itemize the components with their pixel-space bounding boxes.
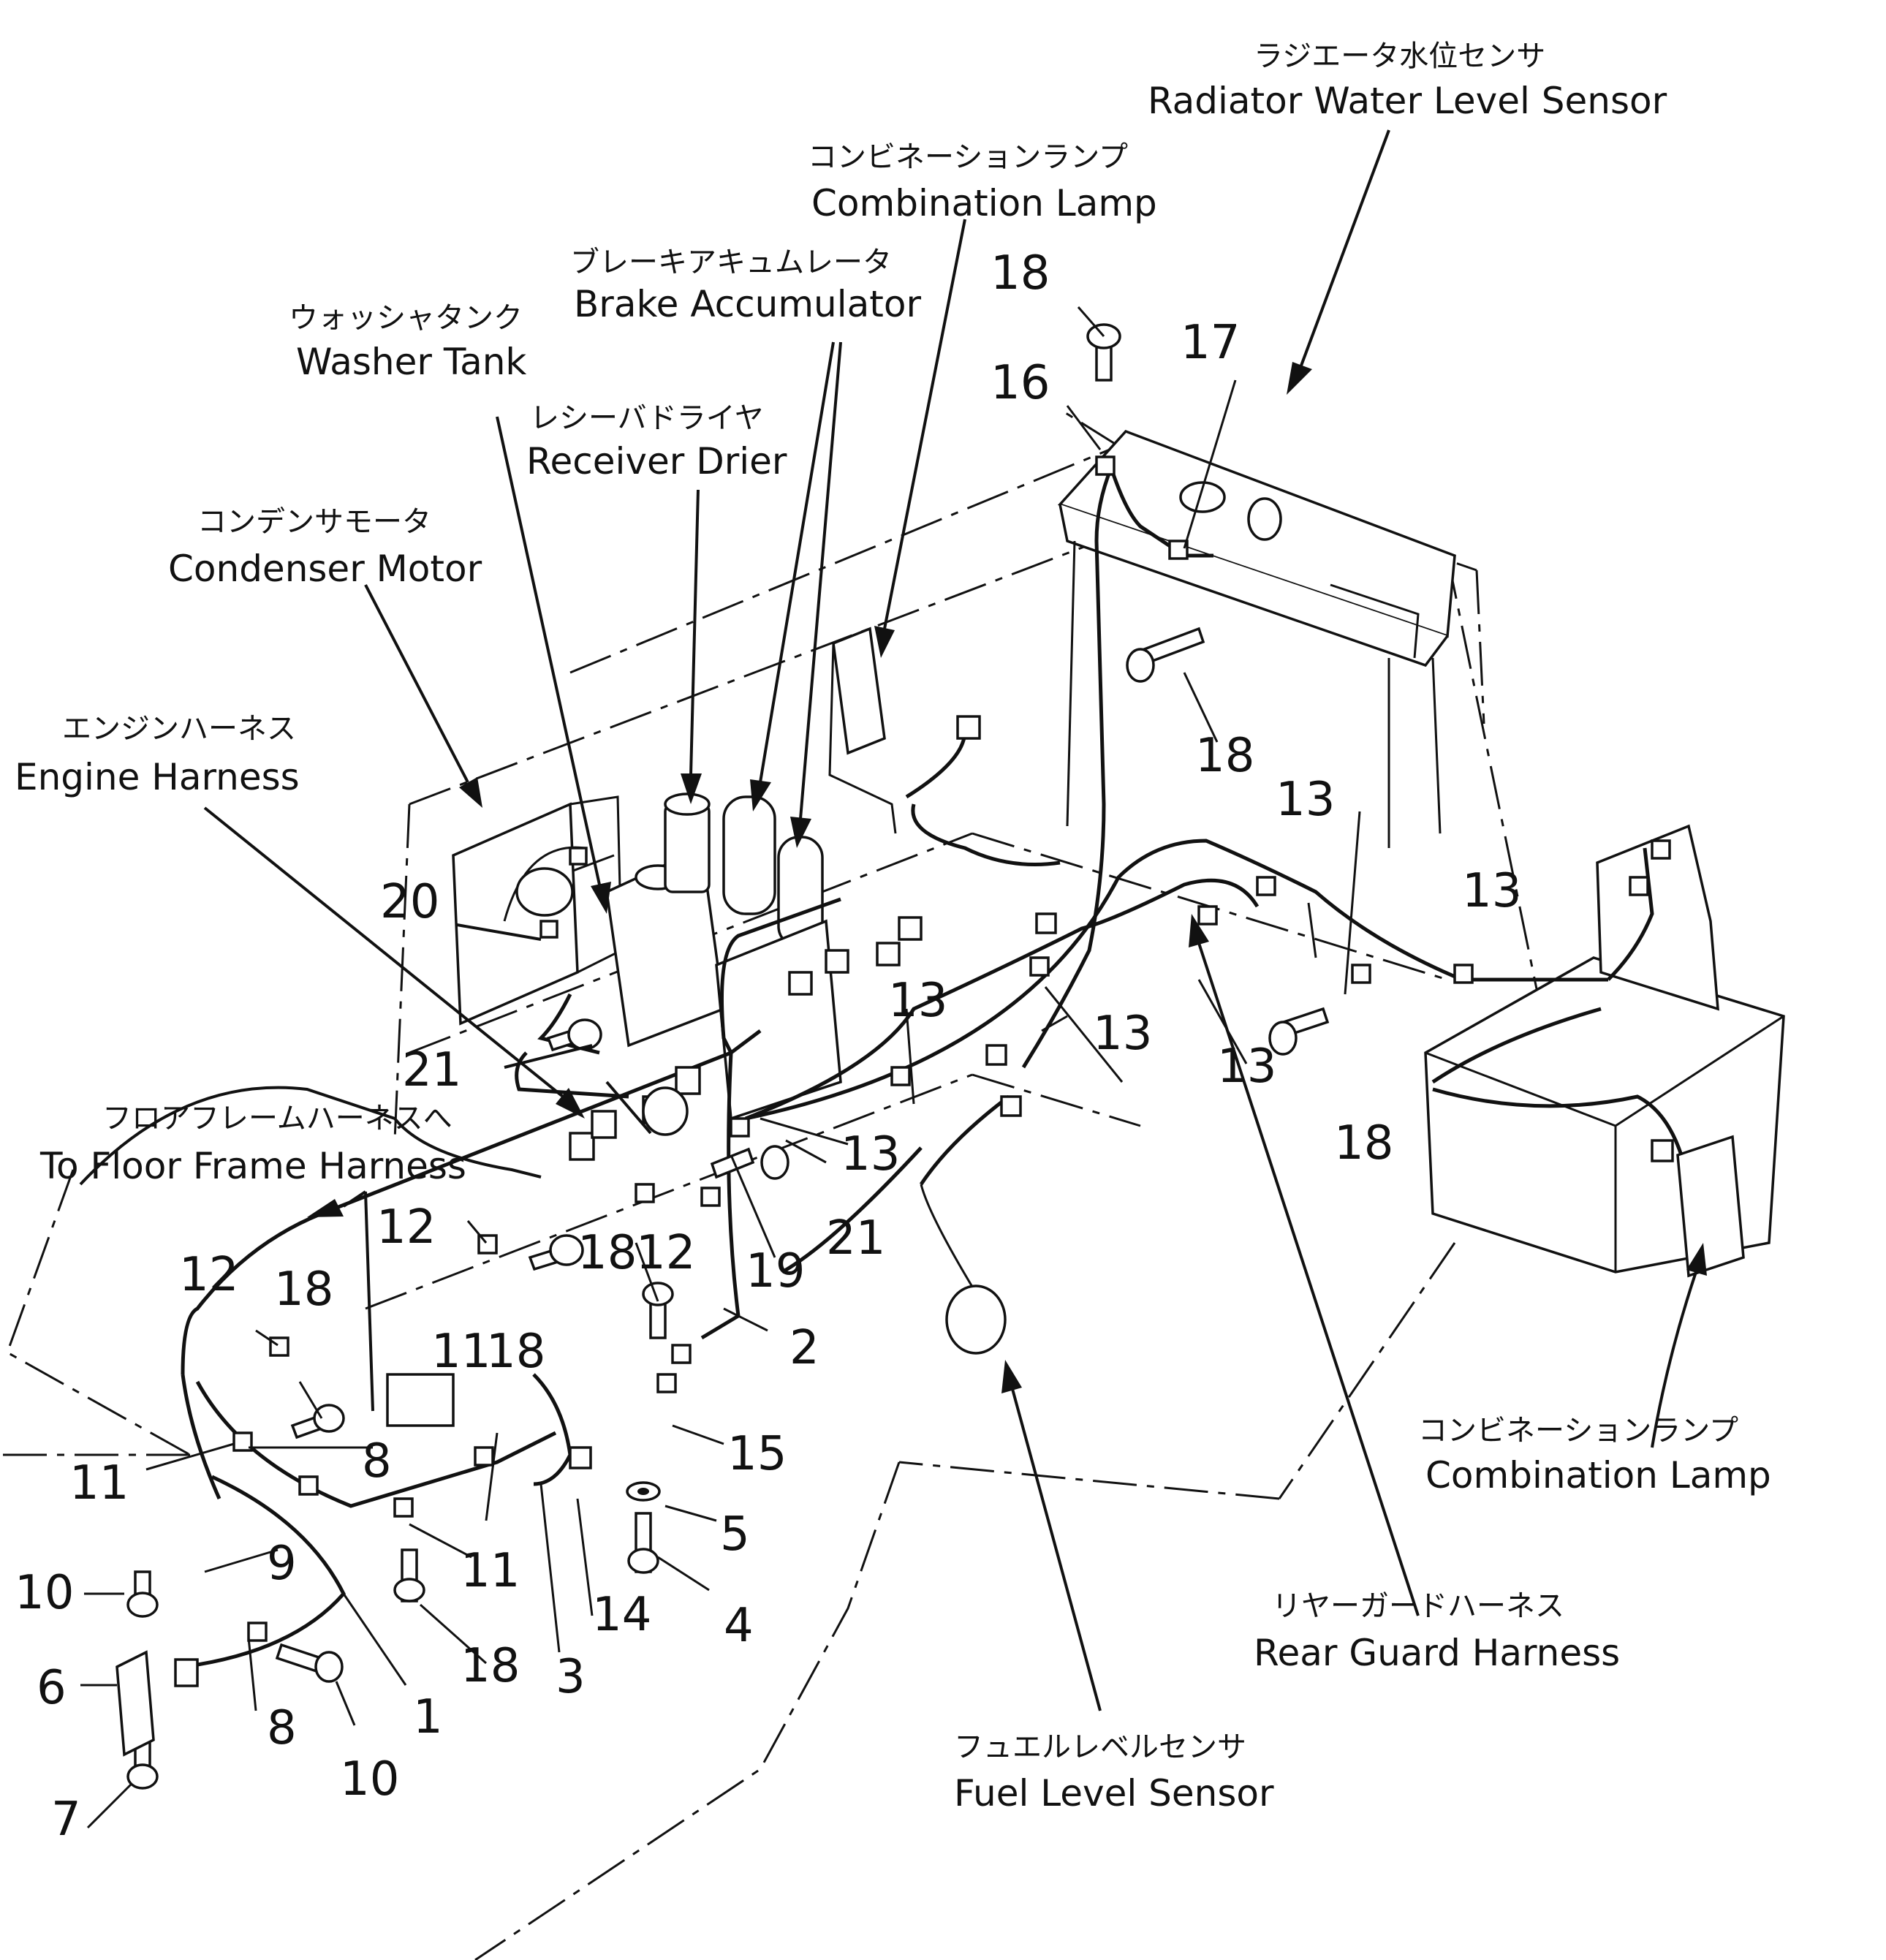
part-number: 14 xyxy=(592,1588,651,1642)
washer-tank-label-jp: ウォッシャタンク xyxy=(289,301,523,335)
part-number: 18 xyxy=(991,246,1050,300)
condenser-motor-label-en: Condenser Motor xyxy=(168,548,482,590)
radiator xyxy=(1057,429,1456,848)
part-number: 13 xyxy=(1093,1007,1152,1061)
rear-guard-harness-label-jp: リヤーガードハーネス xyxy=(1272,1589,1564,1623)
component-labels: ラジエータ水位センサ Radiator Water Level Sensor コ… xyxy=(15,39,1771,1815)
engine-harness-label-en: Engine Harness xyxy=(15,756,300,798)
receiver-drier-label-jp: レシーバドライヤ xyxy=(530,401,764,435)
part-number: 9 xyxy=(267,1537,297,1591)
part-number: 3 xyxy=(556,1650,586,1704)
combination-lamp-bottom xyxy=(1676,1135,1745,1278)
receiver-drier xyxy=(664,792,711,893)
combination-lamp-top-label-en: Combination Lamp xyxy=(811,182,1157,224)
combination-lamp-top-label-jp: コンビネーションランプ xyxy=(808,140,1128,174)
combination-lamp-bottom-label-jp: コンビネーションランプ xyxy=(1418,1414,1738,1448)
fuel-level-sensor xyxy=(920,1184,1007,1355)
part-number: 4 xyxy=(724,1599,754,1653)
receiver-drier-label-en: Receiver Drier xyxy=(526,440,787,483)
part-number: 7 xyxy=(51,1793,81,1847)
part-number: 13 xyxy=(841,1127,900,1181)
part-number: 18 xyxy=(274,1263,333,1317)
leader-lines xyxy=(79,129,1707,1829)
part-number: 11 xyxy=(69,1456,129,1510)
brake-accumulator-label-jp: ブレーキアキュムレータ xyxy=(570,246,892,279)
part-number: 12 xyxy=(636,1226,695,1280)
part-number: 16 xyxy=(991,356,1050,410)
brake-accumulator-label-en: Brake Accumulator xyxy=(574,283,921,325)
part-number: 17 xyxy=(1181,316,1240,370)
part-number: 18 xyxy=(577,1226,637,1280)
brake-accumulator xyxy=(715,795,842,1121)
part-number: 13 xyxy=(1217,1040,1276,1094)
part-number: 8 xyxy=(362,1434,392,1488)
floor-frame-harness-label-en: To Floor Frame Harness xyxy=(39,1145,466,1187)
part-number: 18 xyxy=(1334,1116,1393,1170)
part-number: 13 xyxy=(888,974,947,1028)
part-number: 19 xyxy=(746,1244,805,1298)
part-number: 6 xyxy=(37,1661,67,1715)
combination-lamp-bottom-label-en: Combination Lamp xyxy=(1425,1454,1771,1497)
part-numbers: 18 17 16 18 13 13 20 13 13 13 21 18 13 2… xyxy=(15,246,1521,1847)
part-number: 8 xyxy=(267,1701,297,1755)
rear-guard-harness-label-en: Rear Guard Harness xyxy=(1254,1632,1620,1674)
part-number: 20 xyxy=(380,875,439,929)
part-number: 11 xyxy=(431,1325,491,1379)
part-number: 13 xyxy=(1462,864,1521,918)
part-number: 1 xyxy=(413,1690,443,1744)
part-number: 18 xyxy=(1195,729,1254,783)
radiator-sensor-label-jp: ラジエータ水位センサ xyxy=(1254,39,1545,73)
condenser-motor xyxy=(452,795,623,1026)
radiator-sensor-label-en: Radiator Water Level Sensor xyxy=(1148,80,1667,122)
part-number: 10 xyxy=(340,1752,399,1806)
part-number: 21 xyxy=(826,1211,885,1265)
fuel-level-sensor-label-en: Fuel Level Sensor xyxy=(954,1772,1274,1815)
part-number: 5 xyxy=(720,1507,750,1562)
part-number: 12 xyxy=(376,1200,436,1255)
part-number: 10 xyxy=(15,1566,74,1620)
part-number: 18 xyxy=(486,1325,545,1379)
fuel-level-sensor-label-jp: フュエルレベルセンサ xyxy=(954,1730,1246,1764)
engine-harness-label-jp: エンジンハーネス xyxy=(62,712,296,746)
washer-tank-label-en: Washer Tank xyxy=(296,341,526,383)
floor-frame-harness-label-jp: フロアフレームハーネスへ xyxy=(102,1102,452,1135)
part-number: 12 xyxy=(179,1248,238,1302)
part-number: 11 xyxy=(461,1544,520,1598)
part-number: 15 xyxy=(727,1427,787,1481)
condenser-motor-label-jp: コンデンサモータ xyxy=(197,505,431,539)
combination-lamp-top xyxy=(828,627,897,834)
hardware xyxy=(115,323,1674,1790)
part-number: 13 xyxy=(1276,773,1335,827)
part-number: 21 xyxy=(402,1043,461,1097)
part-number: 2 xyxy=(789,1321,819,1375)
part-number: 18 xyxy=(461,1639,520,1693)
